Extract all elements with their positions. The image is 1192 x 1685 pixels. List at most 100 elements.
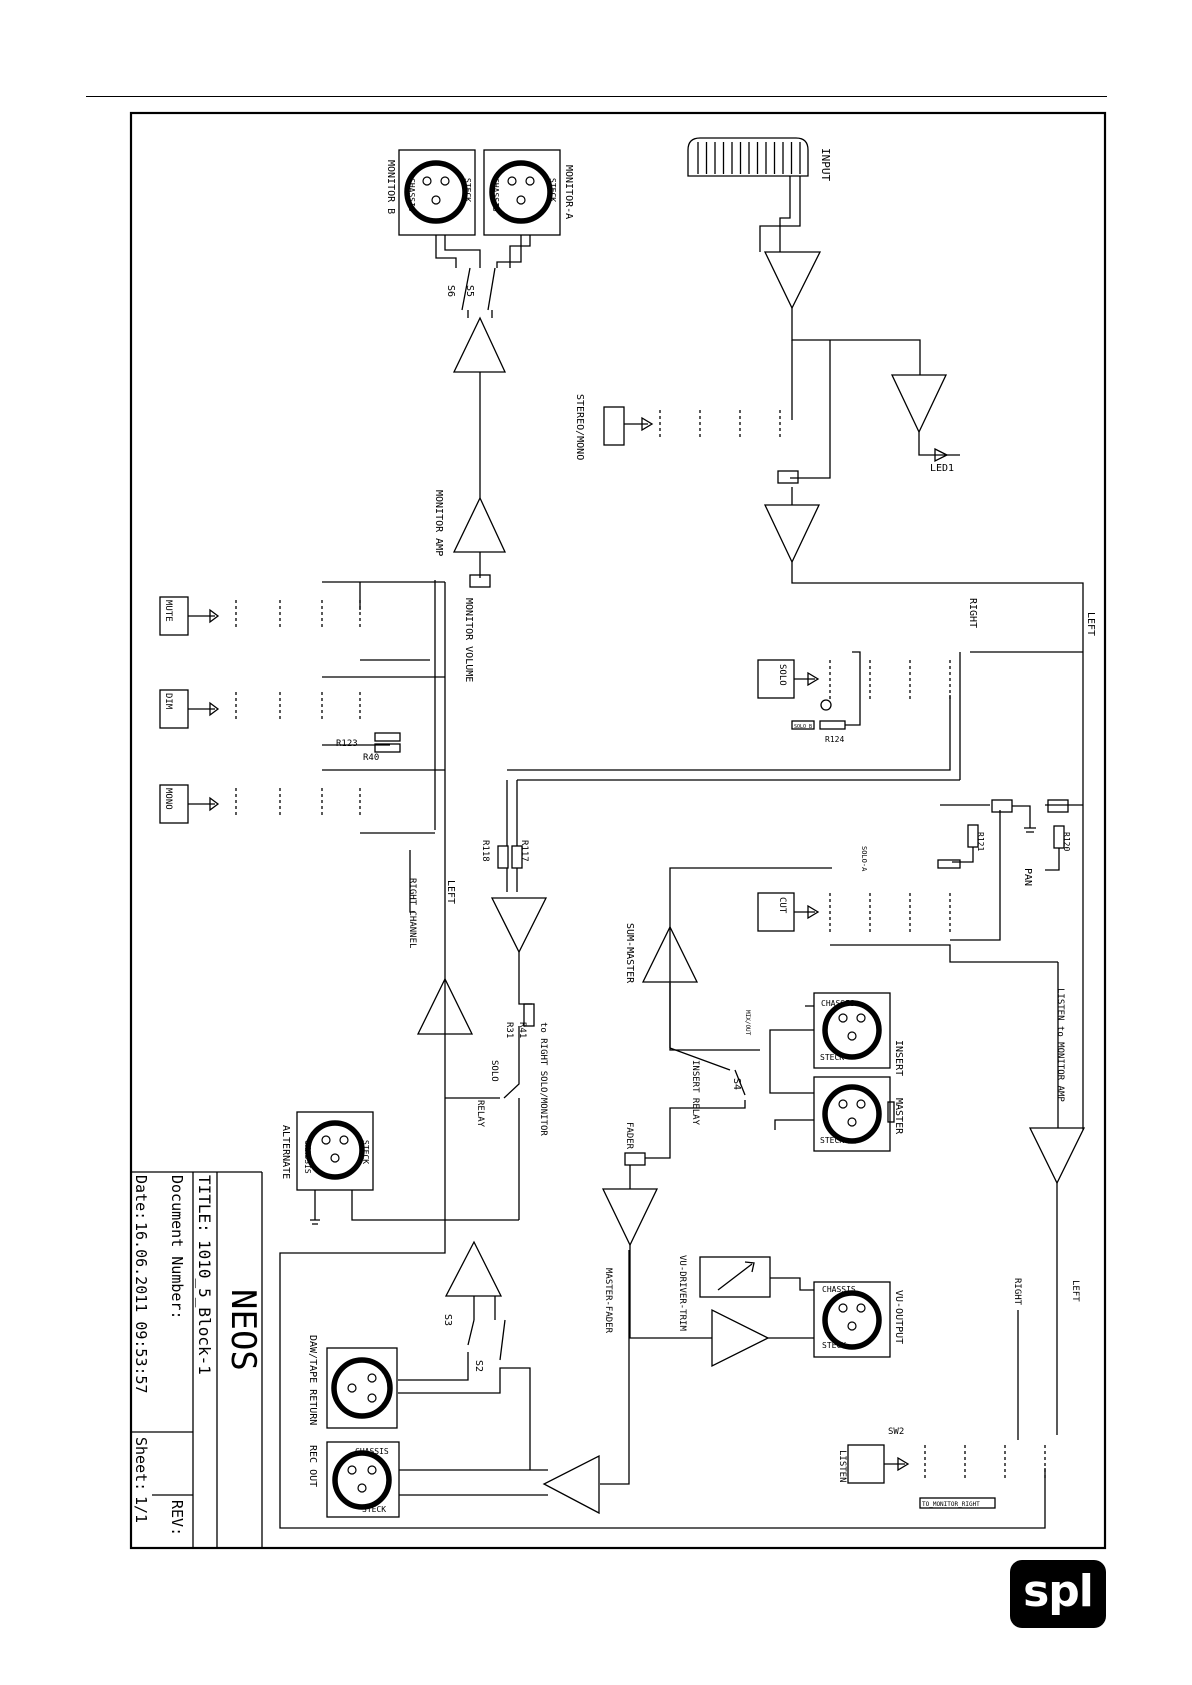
spl-logo: spl	[1010, 1560, 1106, 1628]
rec-out-label: REC OUT	[307, 1445, 318, 1487]
s2-label: S2	[473, 1360, 484, 1372]
insert-steck: STECK	[820, 1053, 844, 1062]
to-right-solo-label: to RIGHT SOLO/MONITOR	[538, 1022, 548, 1136]
vu-driver-trim-pot	[699, 1256, 771, 1298]
r31-label: R31	[504, 1022, 514, 1038]
title-value: 1010_5_Block-1	[195, 1240, 214, 1375]
s3-label: S3	[442, 1314, 453, 1326]
monitor-a-chassis: CHASSIS	[491, 178, 500, 212]
led1-diode	[934, 447, 949, 463]
rec-out-steck: STECK	[362, 1505, 386, 1514]
right-label-top: RIGHT	[967, 598, 978, 628]
insert-relay-label: INSERT RELAY	[690, 1060, 700, 1126]
vu-output-chassis: CHASSIS	[822, 1285, 856, 1294]
monitor-b-label: MONITOR B	[385, 160, 396, 214]
alternate-label: ALTERNATE	[280, 1125, 291, 1179]
s4-label: S4	[731, 1078, 742, 1090]
sum-master-label: SUM-MASTER	[624, 923, 635, 984]
monitor-a-connector: MONITOR-A CHASSIS STECK	[483, 149, 574, 236]
monitor-amp	[452, 496, 507, 553]
monitor-b-chassis: CHASSIS	[407, 178, 416, 212]
r120-label: R120	[1062, 832, 1071, 851]
solo-sum-amp	[490, 897, 548, 954]
monitor-volume-pot	[469, 574, 491, 588]
cut-switch-block: CUT SOLO-A	[757, 846, 961, 933]
r117-label: R117	[519, 840, 529, 862]
input-db25-connector: INPUT	[687, 137, 832, 181]
r124-label: R124	[825, 735, 844, 744]
title-product: NEOS	[223, 1289, 263, 1371]
monitor-a-label: MONITOR-A	[563, 165, 574, 219]
daw-tape-return-label: DAW/TAPE RETURN	[307, 1335, 318, 1425]
sw2-label: SW2	[888, 1427, 904, 1437]
rev-label: REV:	[168, 1500, 186, 1536]
solo-label: SOLO	[777, 664, 787, 686]
stereo-mono-label: STEREO/MONO	[574, 394, 585, 460]
monitor-amp-label: MONITOR AMP	[433, 490, 444, 556]
pan-label: PAN	[1022, 868, 1033, 886]
listen-label: LISTEN	[837, 1450, 847, 1483]
schematic-frame	[129, 111, 1107, 1550]
solo-b-label: SOLO_B	[794, 724, 812, 730]
rec-out-connector: REC OUT CHASSIS STECK	[307, 1441, 400, 1518]
solo-switch-block: SOLO R124 SOLO_B	[757, 651, 951, 744]
monitor-output-amp	[452, 316, 507, 373]
led1-label: LED1	[930, 463, 954, 474]
rec-out-chassis: CHASSIS	[355, 1447, 389, 1456]
r118-label: R118	[480, 840, 490, 862]
mute-switch-block: MUTE	[159, 581, 445, 661]
left-label-top: LEFT	[1085, 612, 1096, 636]
header-rule	[86, 96, 1107, 97]
alternate-steck: STECK	[361, 1140, 370, 1164]
daw-tape-return-connector: DAW/TAPE RETURN	[307, 1335, 398, 1429]
master-fader-amp	[601, 1188, 659, 1247]
r121-label: R121	[976, 832, 985, 851]
date-label: Date:	[132, 1175, 150, 1220]
led-driver-amp	[890, 374, 948, 434]
pan-pot-left	[991, 799, 1013, 813]
listen-switch-block: LISTEN SW2 TO_MONITOR_RIGHT	[837, 1427, 1046, 1509]
solo-a-label: SOLO-A	[860, 846, 868, 872]
vu-output-connector: VU-OUTPUT CHASSIS STECK	[813, 1281, 904, 1358]
master-connector: MASTER STECK	[813, 1076, 904, 1152]
sheet-label: Sheet:	[132, 1437, 150, 1491]
r40-label: R40	[363, 753, 379, 763]
r118-resistor	[497, 845, 509, 869]
left-channel-amp	[416, 977, 474, 1035]
title-label: TITLE:	[195, 1175, 214, 1233]
mute-label: MUTE	[163, 600, 173, 622]
fader-label: FADER	[624, 1122, 634, 1150]
r123-label: R123	[336, 739, 358, 749]
mono-switch-block: MONO	[159, 769, 445, 834]
dim-switch-block: DIM R123 R40	[159, 676, 445, 763]
spl-logo-text: spl	[1023, 1566, 1094, 1617]
mix-out-label: MIX/OUT	[744, 1010, 751, 1036]
sum-master-amp	[641, 925, 699, 983]
stereo-mono-amp	[763, 504, 821, 564]
listen-amp	[1028, 1127, 1086, 1185]
cut-label: CUT	[777, 897, 787, 914]
to-monitor-right-label: TO_MONITOR_RIGHT	[922, 1501, 980, 1508]
monitor-b-connector: MONITOR B CHASSIS STECK	[385, 149, 476, 236]
insert-label: INSERT	[893, 1040, 904, 1076]
s5-label: S5	[464, 285, 475, 297]
right-channel-label: RIGHT CHANNEL	[407, 878, 417, 948]
r41-label: R41	[517, 1022, 527, 1038]
r31-resistor	[523, 1003, 535, 1027]
title-block: NEOS TITLE: 1010_5_Block-1 Document Numb…	[131, 1171, 263, 1548]
fader-pot	[624, 1152, 646, 1166]
alternate-connector: ALTERNATE CHASSIS STECK	[280, 1111, 374, 1191]
left-label-bottom: LEFT	[1070, 1280, 1080, 1302]
rec-out-driver	[542, 1454, 600, 1515]
listen-to-monitor-label: LISTEN to MONITOR AMP	[1055, 988, 1065, 1102]
master-fader-label: MASTER-FADER	[603, 1268, 613, 1334]
mono-label: MONO	[163, 788, 173, 810]
master-steck: STECK	[820, 1136, 844, 1145]
stereo-mono-switch-block: STEREO/MONO	[574, 394, 781, 460]
pot-stereo-mono	[777, 470, 799, 484]
document-number-label: Document Number:	[168, 1175, 186, 1320]
vu-driver-trim-label: VU-DRIVER-TRIM	[677, 1255, 687, 1331]
right-label-bottom: RIGHT	[1012, 1278, 1022, 1306]
left-label-mid: LEFT	[445, 880, 456, 904]
